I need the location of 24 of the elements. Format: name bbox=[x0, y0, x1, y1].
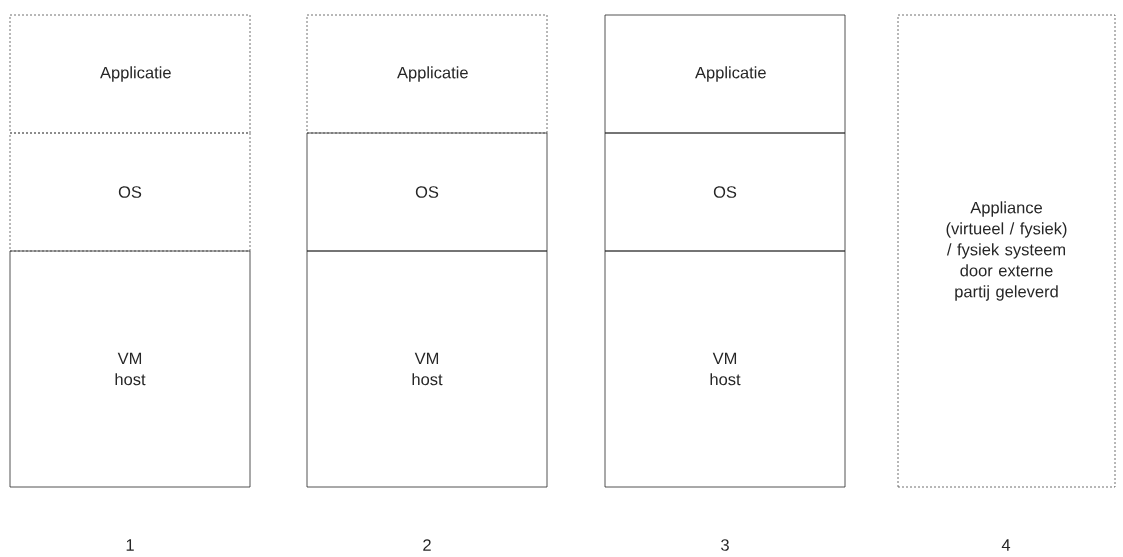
layer-text: Applicatie bbox=[100, 66, 171, 82]
column-number: 4 bbox=[1001, 539, 1011, 551]
appliance-box bbox=[897, 14, 1116, 488]
layer-box bbox=[9, 14, 251, 134]
column-number: 1 bbox=[126, 539, 134, 551]
column-number: 3 bbox=[721, 539, 729, 551]
layer-text: OS bbox=[713, 186, 737, 198]
layer-text: OS bbox=[415, 186, 439, 198]
column-number: 2 bbox=[423, 539, 431, 551]
layer-text: OS bbox=[118, 186, 142, 198]
layer-box bbox=[306, 132, 548, 252]
layer-text: VM host bbox=[115, 352, 146, 386]
layer-text: Applicatie bbox=[397, 66, 468, 82]
layer-text: Applicatie bbox=[695, 66, 766, 82]
layer-box bbox=[604, 14, 846, 134]
layer-text: VM host bbox=[710, 352, 741, 386]
layer-box bbox=[9, 132, 251, 252]
layer-box bbox=[306, 14, 548, 134]
appliance-text: Appliance (virtueel / fysiek) / fysiek systeem door externe partij geleverd bbox=[946, 201, 1067, 301]
layer-box bbox=[306, 250, 548, 488]
layer-box bbox=[604, 132, 846, 252]
layer-box bbox=[9, 250, 251, 488]
layer-text: VM host bbox=[412, 352, 443, 386]
layer-box bbox=[604, 250, 846, 488]
